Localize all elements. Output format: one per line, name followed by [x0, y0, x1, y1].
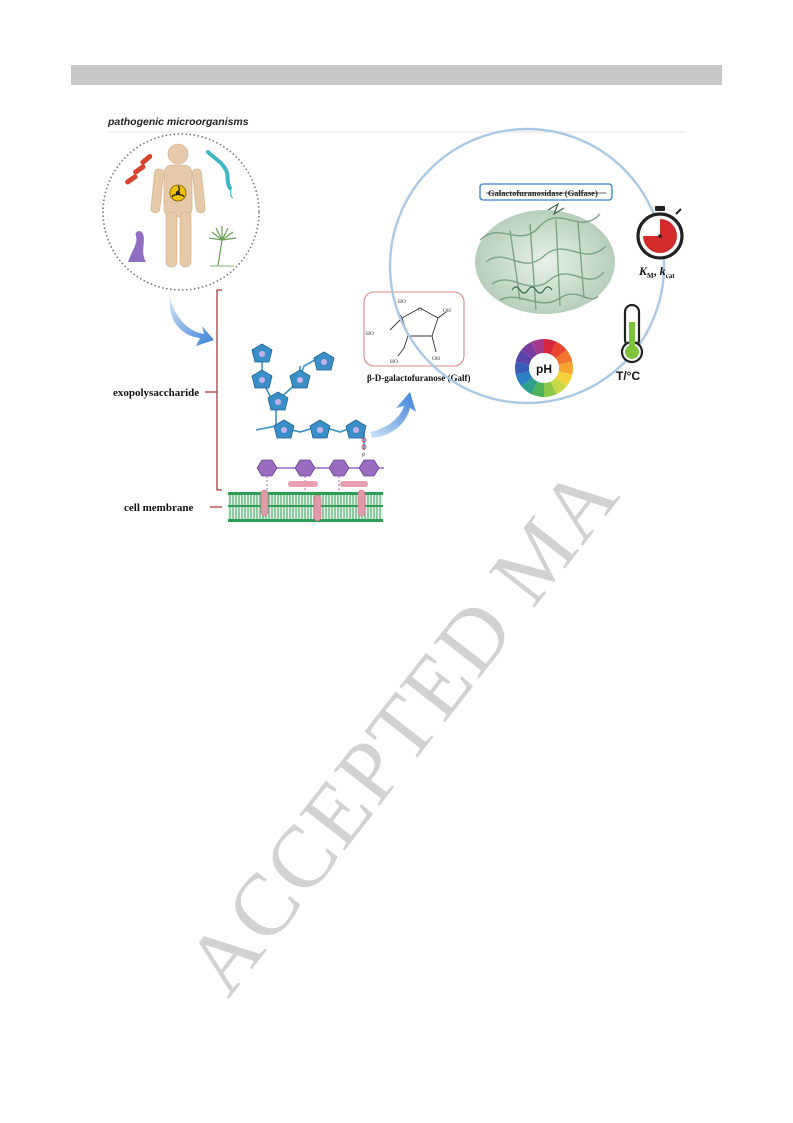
kcat-subscript: cat — [666, 272, 676, 280]
ph-wheel-center — [529, 353, 559, 383]
structure-bracket — [205, 289, 222, 508]
ph-wheel-segment — [515, 361, 530, 375]
header-bar — [71, 65, 722, 85]
arrow-to-exopolysaccharide — [169, 298, 214, 346]
temperature-label: T/°C — [616, 369, 640, 383]
struct-oh-right: OH — [443, 308, 451, 314]
galf-name-label: β-D-galactofuranose (Galf) — [367, 373, 470, 383]
ph-wheel-segment — [555, 349, 573, 365]
ph-wheel-icon — [515, 339, 573, 397]
exopolysaccharide-label: exopolysaccharide — [113, 387, 199, 399]
cell-membrane — [228, 489, 383, 522]
arrow-to-galf — [370, 392, 416, 438]
ph-wheel-segment — [515, 349, 533, 365]
protozoa-icon — [206, 150, 234, 199]
kcat-symbol: k — [660, 264, 666, 278]
purple-microbe-icon — [128, 230, 146, 262]
ph-wheel-segment — [521, 377, 538, 395]
protein-structure-icon — [475, 202, 615, 314]
human-silhouette-icon — [150, 143, 206, 268]
phosphate-linker: P — [361, 437, 367, 459]
ph-wheel-segment — [555, 371, 573, 387]
ph-wheel-segment — [558, 361, 573, 375]
cell-membrane-label: cell membrane — [124, 502, 193, 514]
struct-ho-left: HO — [366, 331, 374, 337]
hexagon-row — [256, 459, 384, 492]
fungus-icon — [208, 226, 237, 267]
enzyme-label-box: Galactofuranosidase (Galfase) — [479, 183, 613, 201]
enzyme-circle — [388, 127, 666, 405]
ph-wheel-segment — [544, 381, 557, 397]
sugar-residue-centers — [259, 351, 359, 433]
ph-wheel-segment — [531, 339, 544, 355]
struct-oh-bottom: OH — [432, 356, 440, 362]
km-symbol: K — [638, 264, 648, 278]
pathogens-title: pathogenic microorganisms — [107, 116, 249, 128]
galf-structure-box: O HO OH HO OH HO — [363, 291, 465, 367]
bacteria-rods-icon — [125, 153, 153, 185]
ph-wheel-segment — [550, 341, 567, 359]
struct-o: O — [418, 307, 422, 313]
ph-wheel-segment — [550, 377, 567, 395]
biohazard-icon — [169, 184, 187, 202]
stopwatch-icon — [636, 206, 684, 260]
struct-ho-bottom: HO — [390, 359, 398, 365]
phosphate-p-label: P — [362, 453, 366, 459]
ph-wheel-segment — [531, 381, 544, 397]
pathogen-circle — [102, 133, 260, 291]
ph-label: pH — [536, 362, 552, 376]
thermometer-icon — [620, 303, 644, 364]
kinetics-label: KM, kcat — [638, 264, 675, 280]
sugar-residues — [251, 343, 367, 439]
km-subscript: M — [647, 272, 654, 280]
struct-ho-top: HO — [398, 299, 406, 305]
ph-wheel-segment — [544, 339, 557, 355]
ph-wheel-segment — [521, 341, 538, 359]
ph-wheel-segment — [515, 371, 533, 387]
